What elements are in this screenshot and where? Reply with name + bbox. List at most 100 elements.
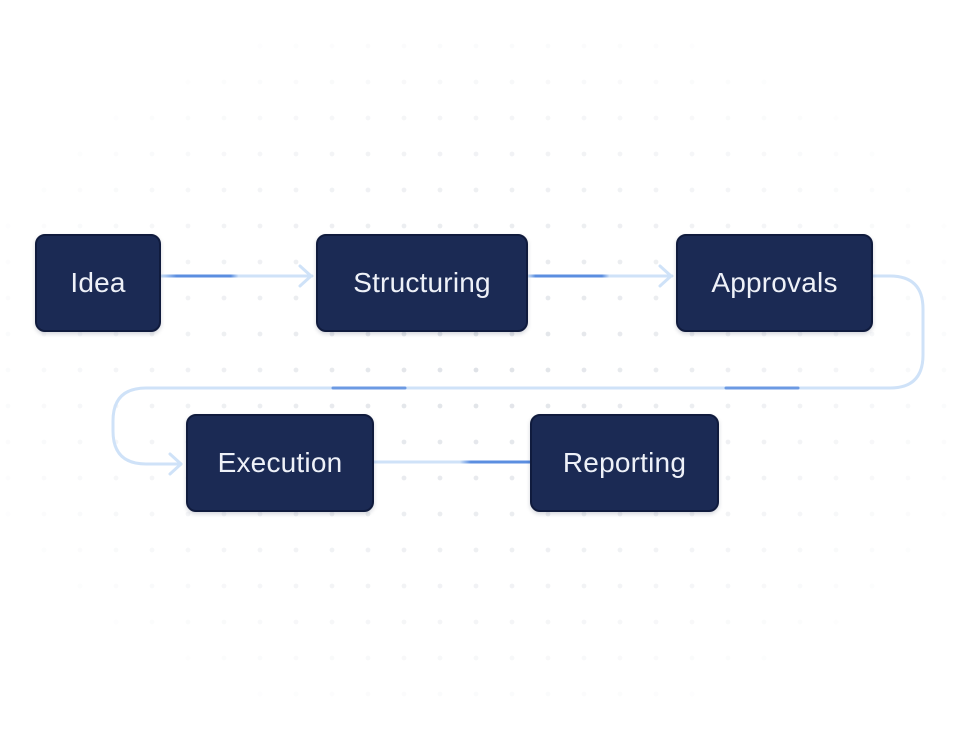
grid-dot	[221, 187, 227, 193]
grid-dot	[617, 79, 623, 85]
grid-dot	[437, 43, 443, 49]
grid-dot	[941, 511, 947, 517]
grid-dot	[257, 511, 263, 517]
grid-dot	[185, 511, 191, 517]
grid-dot	[761, 79, 767, 85]
grid-dot	[581, 403, 587, 409]
grid-dot	[401, 691, 407, 697]
grid-dot	[401, 331, 407, 337]
grid-dot	[545, 79, 551, 85]
grid-dot	[257, 655, 263, 661]
grid-dot	[545, 619, 551, 625]
grid-dot	[689, 655, 695, 661]
node-approvals[interactable]: Approvals	[676, 234, 873, 332]
grid-dot	[113, 511, 119, 517]
grid-dot	[617, 187, 623, 193]
node-label: Idea	[70, 267, 126, 298]
connector-approvals-execution	[111, 274, 925, 466]
grid-dot	[509, 115, 515, 121]
grid-dot	[689, 691, 695, 697]
node-execution[interactable]: Execution	[186, 414, 374, 512]
grid-dot	[833, 331, 839, 337]
grid-dot	[941, 403, 947, 409]
grid-dot	[869, 511, 875, 517]
grid-dot	[581, 331, 587, 337]
grid-dot	[365, 583, 371, 589]
grid-dot	[185, 151, 191, 157]
grid-dot	[437, 511, 443, 517]
grid-dot	[257, 619, 263, 625]
grid-dot	[653, 223, 659, 229]
grid-dot	[473, 511, 479, 517]
grid-dot	[617, 547, 623, 553]
grid-dot	[401, 43, 407, 49]
grid-dot	[797, 115, 803, 121]
node-label: Reporting	[562, 447, 687, 478]
grid-dot	[473, 583, 479, 589]
grid-dot	[689, 43, 695, 49]
grid-dot	[797, 151, 803, 157]
grid-dot	[581, 295, 587, 301]
grid-dot	[221, 511, 227, 517]
grid-dot	[941, 259, 947, 265]
grid-dot	[689, 331, 695, 337]
grid-dot	[41, 439, 47, 445]
grid-dot	[689, 79, 695, 85]
grid-dot	[257, 583, 263, 589]
grid-dot	[365, 331, 371, 337]
grid-dot	[473, 223, 479, 229]
grid-dot	[77, 187, 83, 193]
grid-dot	[437, 691, 443, 697]
grid-dot	[905, 367, 911, 373]
grid-dot	[689, 583, 695, 589]
grid-dot	[581, 367, 587, 373]
grid-dot	[329, 619, 335, 625]
grid-dot	[329, 79, 335, 85]
grid-dot	[509, 223, 515, 229]
node-idea[interactable]: Idea	[35, 234, 161, 332]
grid-dot	[149, 475, 155, 481]
grid-dot	[221, 295, 227, 301]
grid-dot	[257, 403, 263, 409]
grid-dot	[725, 439, 731, 445]
grid-dot	[365, 79, 371, 85]
grid-dot	[149, 547, 155, 553]
grid-dot	[509, 691, 515, 697]
grid-dot	[113, 223, 119, 229]
grid-dot	[293, 151, 299, 157]
grid-dot	[581, 691, 587, 697]
grid-dot	[221, 547, 227, 553]
grid-dot	[617, 115, 623, 121]
grid-dot	[509, 331, 515, 337]
grid-dot	[149, 223, 155, 229]
grid-dot	[689, 151, 695, 157]
grid-dot	[905, 259, 911, 265]
grid-dot	[365, 403, 371, 409]
grid-dot	[869, 403, 875, 409]
grid-dot	[653, 655, 659, 661]
grid-dot	[437, 583, 443, 589]
grid-dot	[113, 187, 119, 193]
grid-dot	[905, 295, 911, 301]
grid-dot	[509, 79, 515, 85]
grid-dot	[437, 619, 443, 625]
node-structuring[interactable]: Structuring	[316, 234, 528, 332]
grid-dot	[473, 439, 479, 445]
grid-dot	[545, 43, 551, 49]
grid-dot	[545, 511, 551, 517]
node-reporting[interactable]: Reporting	[530, 414, 719, 512]
grid-dot	[473, 151, 479, 157]
grid-dot	[797, 331, 803, 337]
grid-dot	[401, 619, 407, 625]
grid-dot	[257, 259, 263, 265]
grid-dot	[725, 655, 731, 661]
grid-dot	[41, 511, 47, 517]
grid-dot	[329, 547, 335, 553]
node-label: Approvals	[711, 267, 838, 298]
grid-dot	[365, 655, 371, 661]
grid-dot	[221, 151, 227, 157]
grid-dot	[401, 547, 407, 553]
grid-dot	[725, 331, 731, 337]
grid-dot	[185, 79, 191, 85]
